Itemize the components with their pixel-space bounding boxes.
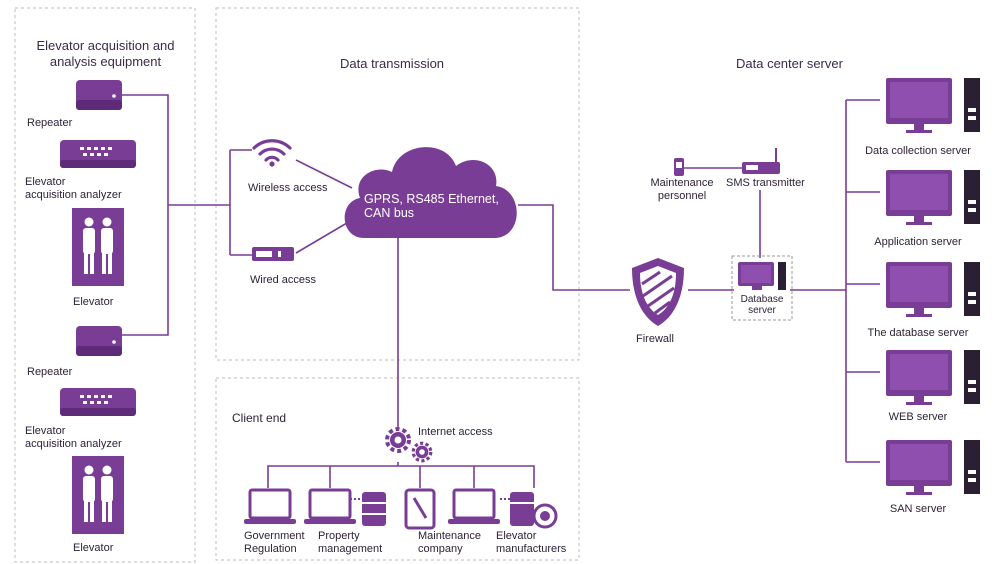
- property-label: Property management: [318, 530, 383, 555]
- repeater-icon: [76, 326, 122, 356]
- analyzer-label: Elevator acquisition analyzer: [25, 176, 122, 201]
- shield-icon: [632, 258, 684, 326]
- elevator-label: Elevator: [73, 542, 114, 554]
- database-server-label: Database server: [740, 294, 784, 316]
- government-label: Government Regulation: [244, 530, 305, 555]
- phone-icon: [674, 158, 684, 176]
- server-monitor-icon: [886, 78, 980, 133]
- laptop-icon: [446, 488, 502, 526]
- server-monitor-icon: [886, 262, 980, 317]
- client-heading: Client end: [232, 411, 287, 425]
- database-server-icon: [738, 262, 786, 290]
- wifi-icon: [252, 139, 292, 162]
- server-monitor-icon: [886, 170, 980, 225]
- maintenance-personnel-label: Maintenance personnel: [650, 177, 714, 202]
- connection-lines: [120, 94, 880, 488]
- server-label: SAN server: [889, 503, 947, 515]
- repeater-icon: [76, 80, 122, 110]
- wired-access-label: Wired access: [250, 274, 317, 286]
- elevator-icon: [72, 456, 124, 534]
- tablet-icon: [404, 488, 436, 530]
- internet-access-label: Internet access: [418, 426, 493, 438]
- analyzer-icon: [60, 388, 136, 416]
- server-label: WEB server: [888, 411, 948, 423]
- elevator-label: Elevator: [73, 296, 114, 308]
- server-monitor-icon: [886, 350, 980, 405]
- analyzer-label: Elevator acquisition analyzer: [25, 425, 122, 450]
- repeater-label: Repeater: [27, 117, 73, 129]
- repeater-label: Repeater: [27, 366, 73, 378]
- datacenter-heading: Data center server: [736, 56, 843, 71]
- wireless-access-label: Wireless access: [248, 182, 328, 194]
- elevator-icon: [72, 208, 124, 286]
- server-monitor-icon: [886, 440, 980, 495]
- wired-device-icon: [252, 247, 294, 261]
- manufacturers-label: Elevator manufacturers: [496, 530, 567, 555]
- cloud-icon: [344, 147, 517, 238]
- server-label: Data collection server: [865, 145, 971, 157]
- maintenance-company-label: Maintenance company: [418, 530, 481, 555]
- acquisition-frame: [14, 7, 196, 563]
- server-gear-icon: [500, 492, 558, 529]
- server-label: The database server: [867, 327, 969, 339]
- server-label: Application server: [874, 236, 962, 248]
- cloud-label: GPRS, RS485 Ethernet, CAN bus: [364, 192, 499, 220]
- sms-transmitter-icon: [742, 148, 780, 174]
- firewall-label: Firewall: [636, 333, 674, 345]
- transmission-heading: Data transmission: [340, 56, 445, 71]
- database-server-frame: [731, 255, 793, 321]
- analyzer-icon: [60, 140, 136, 168]
- server-stack-icon: [350, 492, 386, 526]
- sms-transmitter-label: SMS transmitter: [726, 177, 805, 189]
- laptop-icon: [242, 488, 298, 526]
- laptop-icon: [302, 488, 358, 526]
- acquisition-heading: Elevator acquisition and analysis equipm…: [36, 38, 175, 69]
